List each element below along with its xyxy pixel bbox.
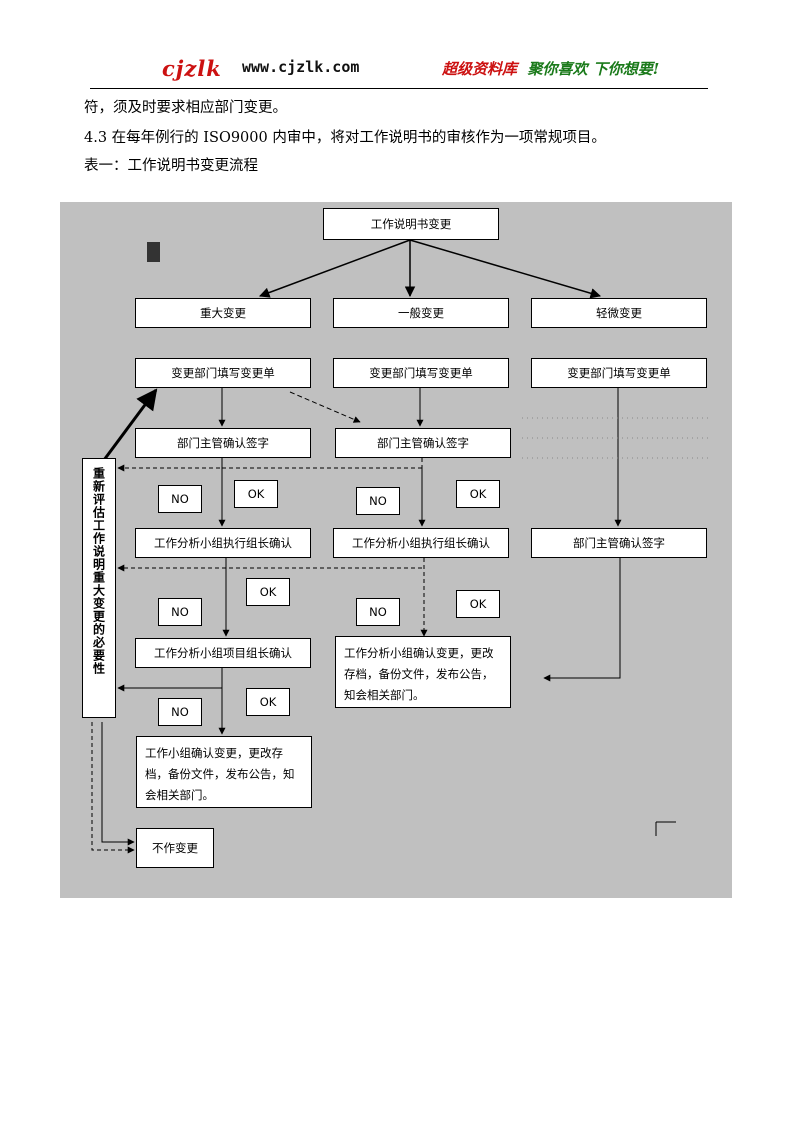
arrow-top-to-minor: [409, 239, 602, 299]
site-url: www.cjzlk.com: [242, 58, 360, 76]
slogan-part-2: 聚你喜欢 下你想要!: [527, 60, 660, 78]
page-header: cjzlk www.cjzlk.com 超级资料库 聚你喜欢 下你想要!: [90, 56, 708, 90]
flowchart-panel: 工作说明书变更 重大变更 一般变更 轻微变更 变更部门填写变更单 变更部门填写变…: [60, 202, 732, 898]
flow-box-exec-general: 工作分析小组执行组长确认: [333, 528, 509, 558]
flow-box-confirm-general: 工作分析小组确认变更，更改存档，备份文件，发布公告，知会相关部门。: [335, 636, 511, 708]
flow-box-fill-major: 变更部门填写变更单: [135, 358, 311, 388]
site-logo: cjzlk: [162, 56, 222, 81]
flow-box-exec-major: 工作分析小组执行组长确认: [135, 528, 311, 558]
flow-box-confirm-major: 工作小组确认变更，更改存档，备份文件，发布公告，知会相关部门。: [136, 736, 312, 808]
flowchart-connectors: [91, 239, 710, 854]
paragraph-line-2: 4.3 在每年例行的 ISO9000 内审中，将对工作说明书的审核作为一项常规项…: [84, 130, 606, 146]
flow-box-sign-major: 部门主管确认签字: [135, 428, 311, 458]
flow-no-2: NO: [356, 487, 400, 515]
flow-no-3: NO: [158, 598, 202, 626]
flow-box-fill-general: 变更部门填写变更单: [333, 358, 509, 388]
flow-box-sign-general: 部门主管确认签字: [335, 428, 511, 458]
flow-ok-4: OK: [456, 590, 500, 618]
flow-no-4: NO: [356, 598, 400, 626]
arrow-reassess-to-fill: [102, 388, 158, 461]
flow-ok-1: OK: [234, 480, 278, 508]
flow-no-1: NO: [158, 485, 202, 513]
flow-box-reassess: 重新评估工作说明重大变更的必要性: [82, 458, 116, 718]
flow-box-general: 一般变更: [333, 298, 509, 328]
slogan-part-1: 超级资料库: [442, 60, 518, 78]
site-slogan: 超级资料库 聚你喜欢 下你想要!: [442, 58, 659, 79]
flow-box-proj-leader: 工作分析小组项目组长确认: [135, 638, 311, 668]
header-divider: [90, 88, 708, 89]
arrow-top-to-major: [259, 239, 411, 298]
flow-box-major: 重大变更: [135, 298, 311, 328]
flow-box-sign-minor: 部门主管确认签字: [531, 528, 707, 558]
flow-no-5: NO: [158, 698, 202, 726]
flow-box-fill-minor: 变更部门填写变更单: [531, 358, 707, 388]
flow-box-minor: 轻微变更: [531, 298, 707, 328]
table-caption: 表一：工作说明书变更流程: [84, 158, 258, 174]
flow-ok-2: OK: [456, 480, 500, 508]
flow-ok-3: OK: [246, 578, 290, 606]
flow-box-top: 工作说明书变更: [323, 208, 499, 240]
paragraph-line-1: 符，须及时要求相应部门变更。: [84, 100, 287, 116]
flow-ok-5: OK: [246, 688, 290, 716]
flow-box-no-change: 不作变更: [136, 828, 214, 868]
